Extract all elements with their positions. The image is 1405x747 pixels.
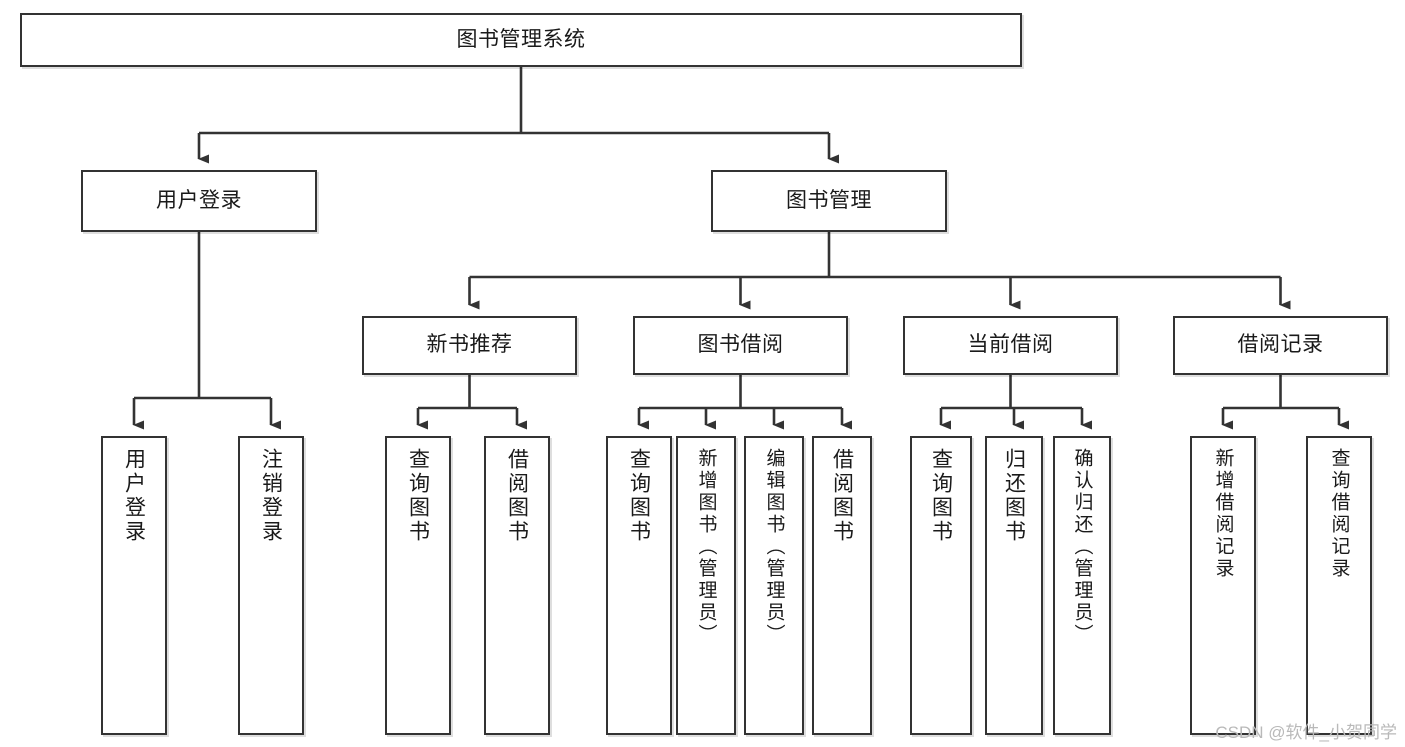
leaf-add-borrow-record[interactable]: 新增借阅记录 — [1190, 436, 1256, 735]
leaf-user-logout-label: 注销登录 — [259, 448, 283, 544]
leaf-query-borrow-record[interactable]: 查询借阅记录 — [1306, 436, 1372, 735]
node-borrow-record-label: 借阅记录 — [1237, 333, 1324, 357]
root-node-label: 图书管理系统 — [456, 27, 586, 51]
leaf-add-book-admin[interactable]: 新增图书（管理员） — [676, 436, 736, 735]
leaf-borrow-book-label: 借阅图书 — [830, 448, 854, 544]
leaf-query-book-current[interactable]: 查询图书 — [910, 436, 972, 735]
leaf-return-book-label: 归还图书 — [1002, 448, 1026, 544]
node-user-login[interactable]: 用户登录 — [81, 170, 317, 232]
leaf-add-borrow-record-label: 新增借阅记录 — [1212, 448, 1234, 580]
node-book-management[interactable]: 图书管理 — [711, 170, 947, 232]
node-current-borrow[interactable]: 当前借阅 — [903, 316, 1118, 375]
leaf-query-borrow-record-label: 查询借阅记录 — [1328, 448, 1350, 580]
watermark: CSDN @软件_小贺同学 — [1215, 723, 1397, 742]
node-book-borrow-label: 图书借阅 — [697, 333, 784, 357]
leaf-user-logout[interactable]: 注销登录 — [238, 436, 304, 735]
leaf-query-book-recommend[interactable]: 查询图书 — [385, 436, 451, 735]
leaf-query-book-borrow-label: 查询图书 — [627, 448, 651, 544]
connector-group — [132, 67, 1349, 430]
leaf-add-book-admin-label: 新增图书（管理员） — [695, 448, 717, 646]
node-user-login-label: 用户登录 — [156, 188, 242, 212]
leaf-query-book-current-label: 查询图书 — [929, 448, 953, 544]
node-current-borrow-label: 当前借阅 — [967, 333, 1054, 357]
leaf-user-login[interactable]: 用户登录 — [101, 436, 167, 735]
leaf-confirm-return-admin-label: 确认归还（管理员） — [1071, 448, 1093, 646]
leaf-return-book[interactable]: 归还图书 — [985, 436, 1043, 735]
node-new-book-recommend[interactable]: 新书推荐 — [362, 316, 577, 375]
leaf-edit-book-admin-label: 编辑图书（管理员） — [763, 448, 785, 646]
leaf-borrow-book-recommend-label: 借阅图书 — [505, 448, 529, 544]
leaf-borrow-book-recommend[interactable]: 借阅图书 — [484, 436, 550, 735]
leaf-query-book-borrow[interactable]: 查询图书 — [606, 436, 672, 735]
leaf-user-login-label: 用户登录 — [122, 448, 146, 544]
leaf-query-book-recommend-label: 查询图书 — [406, 448, 430, 544]
leaf-edit-book-admin[interactable]: 编辑图书（管理员） — [744, 436, 804, 735]
leaf-borrow-book[interactable]: 借阅图书 — [812, 436, 872, 735]
node-new-book-recommend-label: 新书推荐 — [426, 333, 513, 357]
leaf-confirm-return-admin[interactable]: 确认归还（管理员） — [1053, 436, 1111, 735]
node-book-borrow[interactable]: 图书借阅 — [633, 316, 848, 375]
node-book-management-label: 图书管理 — [786, 188, 872, 212]
root-node[interactable]: 图书管理系统 — [20, 13, 1022, 67]
node-borrow-record[interactable]: 借阅记录 — [1173, 316, 1388, 375]
